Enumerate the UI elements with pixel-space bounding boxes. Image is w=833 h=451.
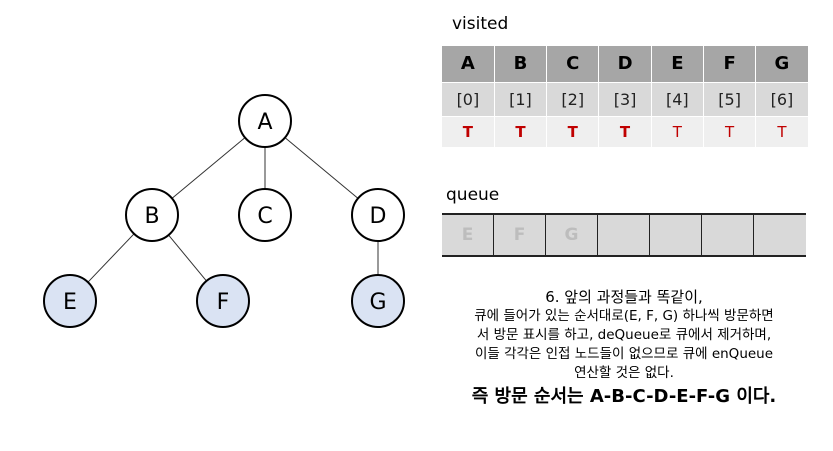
visited-flag-cell: T xyxy=(442,115,495,147)
tree-edges xyxy=(87,137,379,283)
tree-node-circle xyxy=(351,188,405,242)
description-line: 연산할 것은 없다. xyxy=(574,365,674,381)
tree-edge-a-d xyxy=(284,137,359,199)
tree-node-label: E xyxy=(63,290,77,315)
queue-cell xyxy=(702,215,754,255)
tree-nodes: A B C D E F G xyxy=(43,94,405,328)
bfs-tree-diagram: A B C D E F G xyxy=(43,94,405,328)
tree-node-label: C xyxy=(257,204,272,229)
visited-flag-cell: T xyxy=(546,115,600,147)
visited-header-cell: G xyxy=(755,46,809,82)
tree-node-label: F xyxy=(217,290,230,315)
visited-header-cell: F xyxy=(703,46,757,82)
queue-cell: F xyxy=(494,215,546,255)
tree-node-g: G xyxy=(351,274,405,328)
description-line: 서 방문 표시를 하고, deQueue로 큐에서 제거하며, xyxy=(476,327,772,343)
tree-edge-b-f xyxy=(168,234,207,282)
visited-flag-cell: T xyxy=(703,115,757,147)
tree-node-circle xyxy=(196,274,250,328)
visited-index-cell: [2] xyxy=(546,81,600,116)
queue-cell xyxy=(754,215,806,255)
tree-node-circle xyxy=(351,274,405,328)
tree-node-label: G xyxy=(369,290,386,315)
tree-node-a: A xyxy=(238,94,292,148)
visited-header-cell: C xyxy=(546,46,600,82)
tree-edge-b-e xyxy=(87,233,135,283)
visited-index-cell: [0] xyxy=(442,81,495,116)
visit-order-summary: 즉 방문 순서는 A-B-C-D-E-F-G 이다. xyxy=(471,386,777,407)
visited-index-cell: [3] xyxy=(598,81,652,116)
tree-node-label: A xyxy=(257,110,272,135)
visited-title: visited xyxy=(452,14,509,34)
visited-flag-cell: T xyxy=(755,115,809,147)
tree-node-label: B xyxy=(144,204,159,229)
visited-index-row: [0][1][2][3][4][5][6] xyxy=(442,81,809,116)
visited-index-cell: [4] xyxy=(651,81,704,116)
visited-flag-cell: T xyxy=(494,115,548,147)
visited-index-cell: [1] xyxy=(494,81,548,116)
tree-edge-a-b xyxy=(171,137,246,199)
visited-header-cell: D xyxy=(598,46,652,82)
visited-flag-cell: T xyxy=(651,115,704,147)
tree-node-e: E xyxy=(43,274,97,328)
tree-node-label: D xyxy=(370,204,387,229)
queue-cell xyxy=(650,215,702,255)
tree-node-b: B xyxy=(125,188,179,242)
queue-cell xyxy=(598,215,650,255)
queue-cell: E xyxy=(442,215,494,255)
tree-node-circle xyxy=(125,188,179,242)
description-line: 6. 앞의 과정들과 똑같이, xyxy=(545,288,703,306)
visited-index-cell: [6] xyxy=(755,81,809,116)
visited-flag-cell: T xyxy=(598,115,652,147)
visited-header-cell: B xyxy=(494,46,548,82)
visited-header-cell: A xyxy=(442,46,495,82)
visited-header-cell: E xyxy=(651,46,704,82)
tree-node-circle xyxy=(238,94,292,148)
tree-node-f: F xyxy=(196,274,250,328)
description-line: 이들 각각은 인접 노드들이 없으므로 큐에 enQueue xyxy=(474,346,774,362)
step-description: 6. 앞의 과정들과 똑같이, 큐에 들어가 있는 순서대로(E, F, G) … xyxy=(436,287,812,410)
tree-node-c: C xyxy=(238,188,292,242)
tree-node-d: D xyxy=(351,188,405,242)
queue-cell: G xyxy=(546,215,598,255)
visited-index-cell: [5] xyxy=(703,81,757,116)
description-line: 큐에 들어가 있는 순서대로(E, F, G) 하나씩 방문하면 xyxy=(474,308,774,324)
queue-title: queue xyxy=(446,185,500,205)
tree-node-circle xyxy=(43,274,97,328)
tree-node-circle xyxy=(238,188,292,242)
